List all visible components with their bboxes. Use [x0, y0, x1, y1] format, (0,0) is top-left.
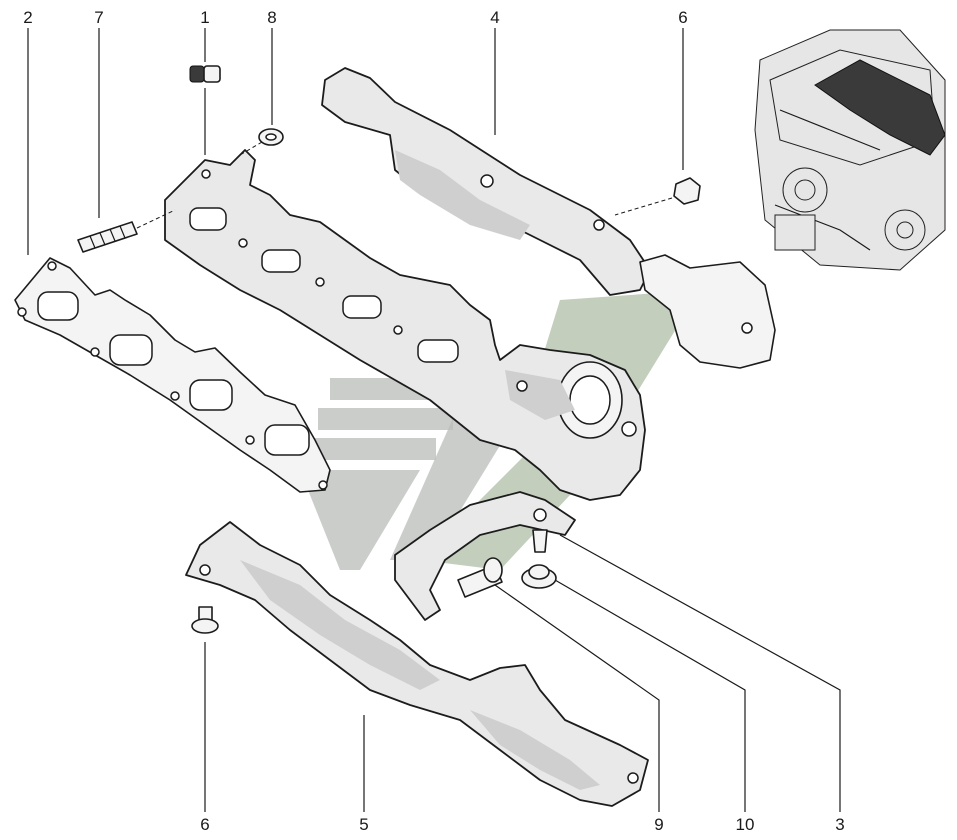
callout-10: 10: [736, 815, 755, 834]
stud: [77, 209, 176, 253]
callout-2: 2: [23, 8, 32, 27]
bolt: [191, 606, 219, 634]
bolt: [457, 557, 503, 598]
bolt: [614, 177, 701, 216]
callout-6: 6: [200, 815, 209, 834]
clip: [189, 65, 221, 83]
nut: [239, 128, 284, 156]
callout-3: 3: [835, 815, 844, 834]
callout-6: 6: [678, 8, 687, 27]
callout-1: 1: [200, 8, 209, 27]
callout-4: 4: [490, 8, 499, 27]
callout-5: 5: [359, 815, 368, 834]
callout-8: 8: [267, 8, 276, 27]
callouts-bottom: 6 5 9 10 3: [200, 815, 844, 834]
lower-heat-shield: [185, 521, 649, 807]
manifold-bracket: [394, 491, 576, 621]
exhaust-manifold-gasket: [14, 257, 331, 493]
callout-7: 7: [94, 8, 103, 27]
callouts-top: 2 7 1 8 4 6: [23, 8, 687, 27]
engine-location-thumbnail: [754, 29, 946, 271]
callout-9: 9: [654, 815, 663, 834]
upper-heat-shield: [321, 67, 776, 369]
exhaust-manifold: [164, 149, 646, 501]
leader-lines: [27, 28, 841, 812]
nut: [521, 564, 557, 589]
